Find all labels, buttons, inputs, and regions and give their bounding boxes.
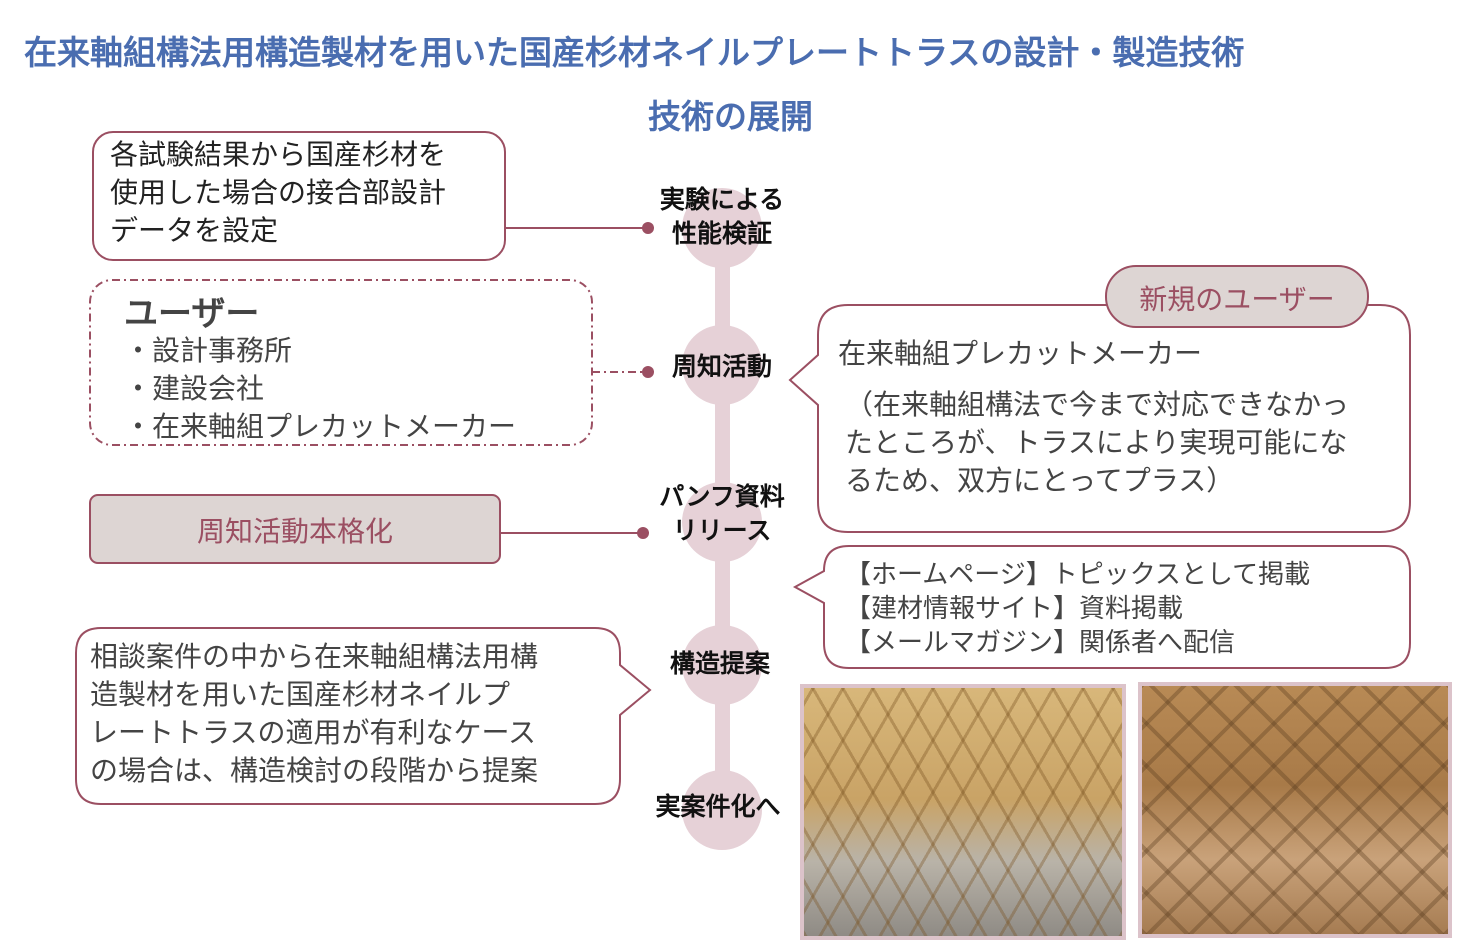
connector-dot: [642, 222, 654, 234]
new-user-desc: （在来軸組構法で今まで対応できなかっ たところが、トラスにより実現可能にな るた…: [845, 386, 1349, 500]
timeline-node: [682, 188, 762, 268]
channels-bubble: [792, 545, 1411, 669]
list-item: ・在来軸組プレカットメーカー: [124, 410, 517, 443]
users-heading: ユーザー: [124, 294, 260, 334]
text-line: 各試験結果から国産杉材を: [110, 138, 447, 171]
new-user-pill: [1105, 265, 1369, 328]
new-user-label: 新規のユーザー: [1139, 283, 1335, 316]
text-line: データを設定: [110, 214, 279, 247]
new-user-name: 在来軸組プレカットメーカー: [838, 337, 1203, 370]
test-box-text: 各試験結果から国産杉材を 使用した場合の接合部設計 データを設定: [110, 136, 446, 250]
step-pamphlet-release: パンフ資料 リリース: [659, 482, 785, 545]
text-line: 使用した場合の接合部設計: [110, 176, 447, 209]
list-item: 【ホームページ】トピックスとして掲載: [845, 560, 1311, 590]
list-item: 【メールマガジン】関係者へ配信: [845, 628, 1236, 658]
text-line: るため、双方にとってプラス）: [845, 464, 1235, 497]
text-line: レートトラスの適用が有利なケース: [90, 716, 537, 749]
text-line: 造製材を用いた国産杉材ネイルプ: [90, 678, 511, 711]
timeline-node: [682, 325, 762, 405]
truss-photo-construction: [800, 684, 1126, 940]
list-item: ・設計事務所: [124, 334, 293, 367]
connector-dot: [642, 366, 654, 378]
step-realization: 実案件化へ: [655, 792, 781, 821]
proposal-text: 相談案件の中から在来軸組構法用構 造製材を用いた国産杉材ネイルプ レートトラスの…: [90, 638, 538, 790]
page-title: 在来軸組構法用構造製材を用いた国産杉材ネイルプレートトラスの設計・製造技術: [24, 33, 1245, 72]
users-box: [89, 279, 593, 446]
truss-photo-interior: [1138, 682, 1452, 938]
test-box: [92, 131, 506, 261]
text-line: 相談案件の中から在来軸組構法用構: [90, 640, 539, 673]
text-line: たところが、トラスにより実現可能にな: [845, 426, 1348, 459]
step-proposal: 構造提案: [669, 649, 770, 678]
channels-list: 【ホームページ】トピックスとして掲載 【建材情報サイト】資料掲載 【メールマガジ…: [845, 558, 1310, 660]
page-subtitle: 技術の展開: [648, 97, 813, 136]
timeline-node: [682, 482, 762, 562]
list-item: 【建材情報サイト】資料掲載: [845, 594, 1184, 624]
users-list: ・設計事務所 ・建設会社 ・在来軸組プレカットメーカー: [124, 332, 516, 446]
proposal-bubble: [75, 627, 652, 805]
pr-full-label: 周知活動本格化: [196, 515, 393, 548]
pr-full-box: [89, 494, 501, 564]
text-line: （在来軸組構法で今まで対応できなかっ: [845, 388, 1350, 421]
new-user-bubble: [788, 304, 1411, 533]
connector-dot: [637, 527, 649, 539]
timeline-node: [682, 770, 762, 850]
timeline-node: [682, 625, 762, 705]
list-item: ・建設会社: [124, 372, 265, 405]
text-line: の場合は、構造検討の段階から提案: [90, 754, 539, 787]
step-promotion: 周知活動: [671, 352, 772, 381]
step-verification: 実験による 性能検証: [659, 185, 785, 248]
